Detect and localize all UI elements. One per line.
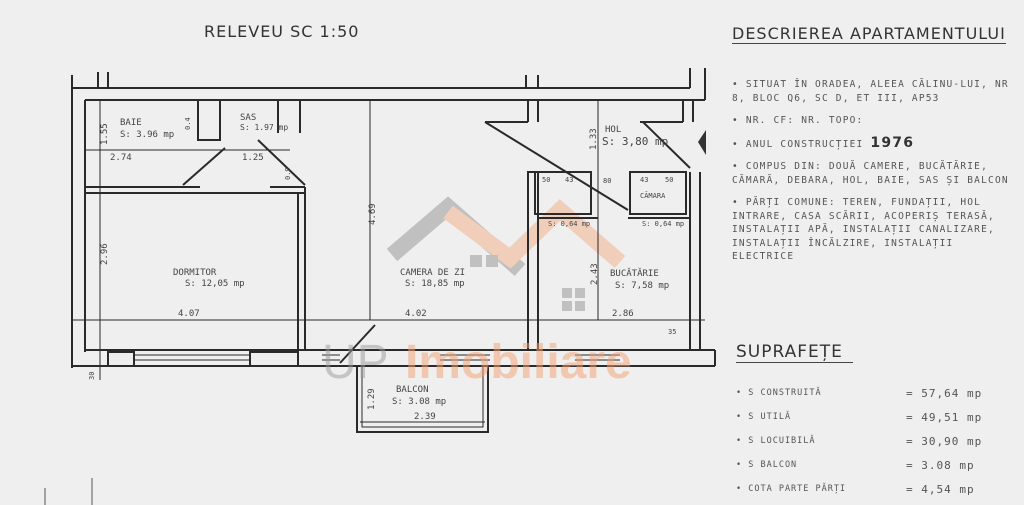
watermark-text: UP Imobiliare — [322, 336, 632, 389]
dim-cam-a: 43 — [640, 176, 648, 184]
surface-label: • S LOCUIBILĂ — [736, 436, 816, 446]
surface-row: • S LOCUIBILĂ = 30,90 mp — [736, 429, 1021, 453]
surface-value: = 49,51 mp — [906, 410, 983, 424]
surface-row: • S CONSTRUITĂ = 57,64 mp — [736, 381, 1021, 405]
room-area-bucatarie: S: 7,58 mp — [615, 281, 669, 291]
surface-label: • COTA PARTE PĂRȚI — [736, 484, 847, 494]
surface-value: = 30,90 mp — [906, 434, 983, 448]
dim-baie-w: 2.74 — [110, 153, 132, 163]
watermark-brand-b: Imobiliare — [405, 336, 632, 389]
dim-buc-w: 2.86 — [612, 309, 634, 319]
dim-80: 80 — [603, 177, 611, 185]
dim-35: 35 — [668, 328, 676, 336]
room-name-balcon: BALCON — [396, 385, 429, 395]
dim-buc-h: 2.43 — [590, 263, 600, 285]
surface-row: • S UTILĂ = 49,51 mp — [736, 405, 1021, 429]
room-area-baie: S: 3.96 mp — [120, 130, 174, 140]
dim-bal-w: 2.39 — [414, 412, 436, 422]
surface-label: • S UTILĂ — [736, 412, 792, 422]
surface-row: • COTA PARTE PĂRȚI = 4,54 mp — [736, 477, 1021, 501]
surface-value: = 3.08 mp — [906, 458, 975, 472]
dim-dorm-h: 2.96 — [100, 243, 110, 265]
surface-row: • S BALCON = 3.08 mp — [736, 453, 1021, 477]
dim-cam-h: 4.69 — [368, 203, 378, 225]
plan-title: RELEVEU SC 1:50 — [204, 22, 360, 41]
dim-wall: 30 — [88, 372, 96, 380]
room-name-dormitor: DORMITOR — [173, 268, 217, 278]
room-name-camara: CĂMARA — [640, 191, 666, 200]
surfaces-title: SUPRAFEȚE — [736, 342, 853, 363]
watermark-brand-a: UP — [322, 336, 389, 389]
room-area-sas: S: 1.97 mp — [240, 123, 288, 132]
desc-location: • SITUAT ÎN ORADEA, ALEEA CĂLINU-LUI, NR… — [732, 79, 1009, 104]
surfaces-block: SUPRAFEȚE • S CONSTRUITĂ = 57,64 mp • S U… — [736, 342, 1021, 501]
walls — [71, 68, 716, 433]
description-title: DESCRIEREA APARTAMENTULUI — [732, 24, 1006, 44]
desc-common-parts: • PĂRȚI COMUNE: TEREN, FUNDAȚII, HOL INT… — [732, 197, 995, 262]
room-area-dormitor: S: 12,05 mp — [185, 279, 245, 289]
dim-dorm-w: 4.07 — [178, 309, 200, 319]
watermark-logo — [386, 196, 626, 311]
desc-cf: • NR. CF: NR. TOPO: — [732, 115, 864, 126]
surface-label: • S BALCON — [736, 460, 798, 470]
desc-year-label: • ANUL CONSTRUCȚIEI — [732, 138, 864, 150]
room-name-baie: BAIE — [120, 118, 142, 128]
dim-sas-h: 0.9 — [284, 167, 292, 180]
room-name-bucatarie: BUCĂTĂRIE — [610, 267, 659, 279]
surface-value: = 4,54 mp — [906, 482, 975, 496]
dim-sas-w: 1.25 — [242, 153, 264, 163]
room-name-hol: HOL — [605, 125, 621, 135]
desc-year-value: 1976 — [870, 134, 915, 151]
room-area-camera: S: 18,85 mp — [405, 279, 465, 289]
dim-bal-h: 1.29 — [367, 388, 377, 410]
desc-composition: • COMPUS DIN: DOUĂ CAMERE, BUCĂTĂRIE, CĂ… — [732, 161, 1009, 186]
room-area-camara: S: 0,64 mp — [642, 220, 684, 228]
desc-year: • ANUL CONSTRUCȚIEI 1976 — [732, 134, 1022, 152]
dim-hol-h: 1.33 — [589, 128, 599, 150]
surface-label: • S CONSTRUITĂ — [736, 388, 822, 398]
room-name-sas: SAS — [240, 113, 256, 123]
description-block: • SITUAT ÎN ORADEA, ALEEA CĂLINU-LUI, NR… — [732, 78, 1022, 273]
dim-baie-h: 1.55 — [100, 123, 110, 145]
room-area-hol: S: 3,80 mp — [602, 135, 668, 148]
room-area-balcon: S: 3.08 mp — [392, 397, 446, 407]
dim-cam-w: 4.02 — [405, 309, 427, 319]
room-name-camera: CAMERA DE ZI — [400, 268, 465, 278]
surface-value: = 57,64 mp — [906, 386, 983, 400]
dim-deb-b: 43 — [565, 176, 573, 184]
north-arrow-icon — [698, 130, 706, 155]
dim-cam-b: 50 — [665, 176, 673, 184]
room-area-debara: S: 0,64 mp — [548, 220, 590, 228]
dim-baie-s: 0.4 — [184, 117, 192, 130]
dim-deb-a: 50 — [542, 176, 550, 184]
